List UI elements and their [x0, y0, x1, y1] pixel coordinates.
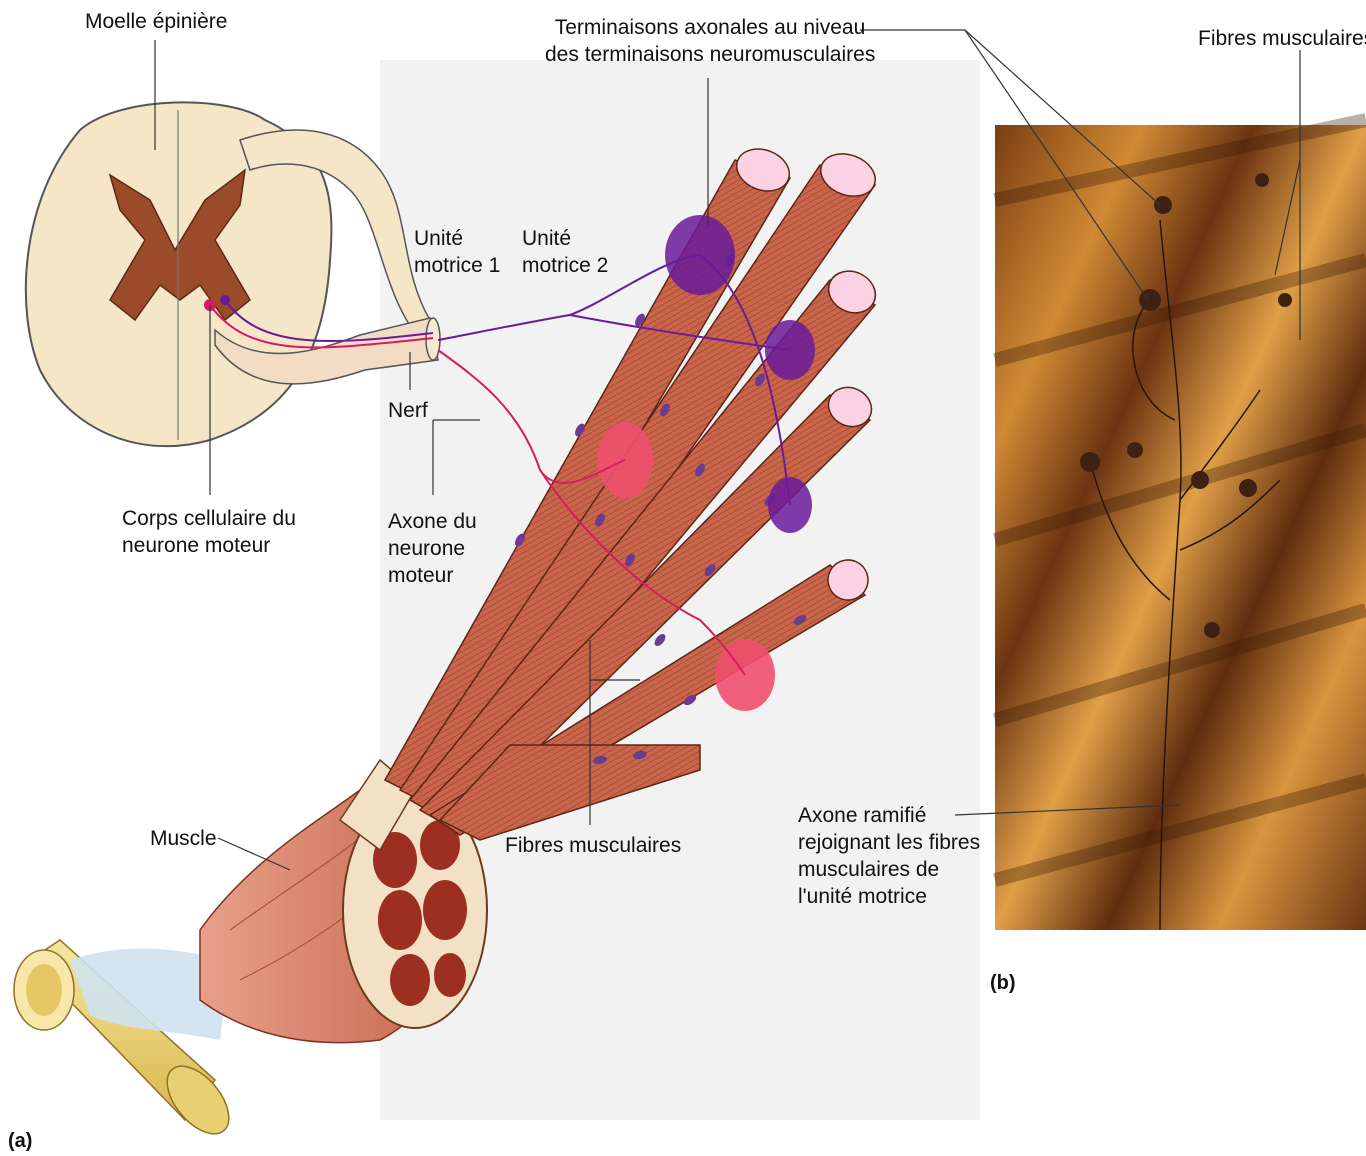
- label-motor-unit-1-line: Unité: [414, 225, 500, 252]
- label-axon-terminals: Terminaisons axonales au niveau des term…: [545, 14, 875, 68]
- label-motor-axon: Axone du neurone moteur: [388, 508, 477, 589]
- label-motor-axon-line: Axone du: [388, 508, 477, 535]
- label-motor-unit-2: Unité motrice 2: [522, 225, 608, 279]
- label-motor-unit-2-line: Unité: [522, 225, 608, 252]
- label-motor-unit-2-line: motrice 2: [522, 252, 608, 279]
- label-cell-body: Corps cellulaire du neurone moteur: [122, 505, 296, 559]
- label-branched-axon-line: rejoignant les fibres: [798, 829, 980, 856]
- label-branched-axon-line: musculaires de: [798, 856, 980, 883]
- label-axon-terminals-line: Terminaisons axonales au niveau: [545, 14, 875, 41]
- label-motor-axon-line: neurone: [388, 535, 477, 562]
- label-nerve: Nerf: [388, 397, 428, 424]
- panel-label-b: (b): [990, 970, 1016, 997]
- label-cell-body-line: Corps cellulaire du: [122, 505, 296, 532]
- label-branched-axon-line: Axone ramifié: [798, 802, 980, 829]
- label-muscle-fibers-photo: Fibres musculaires: [1198, 25, 1366, 52]
- label-muscle: Muscle: [150, 825, 217, 852]
- label-axon-terminals-line: des terminaisons neuromusculaires: [545, 41, 875, 68]
- label-spinal-cord: Moelle épinière: [85, 8, 227, 35]
- photomicrograph: [995, 120, 1366, 930]
- label-branched-axon: Axone ramifié rejoignant les fibres musc…: [798, 802, 980, 910]
- label-motor-unit-1-line: motrice 1: [414, 252, 500, 279]
- spinal-cord-section: [26, 102, 430, 446]
- label-motor-axon-line: moteur: [388, 562, 477, 589]
- label-cell-body-line: neurone moteur: [122, 532, 296, 559]
- label-motor-unit-1: Unité motrice 1: [414, 225, 500, 279]
- label-branched-axon-line: l'unité motrice: [798, 883, 980, 910]
- label-muscle-fibers: Fibres musculaires: [505, 832, 681, 859]
- panel-label-a: (a): [8, 1128, 32, 1155]
